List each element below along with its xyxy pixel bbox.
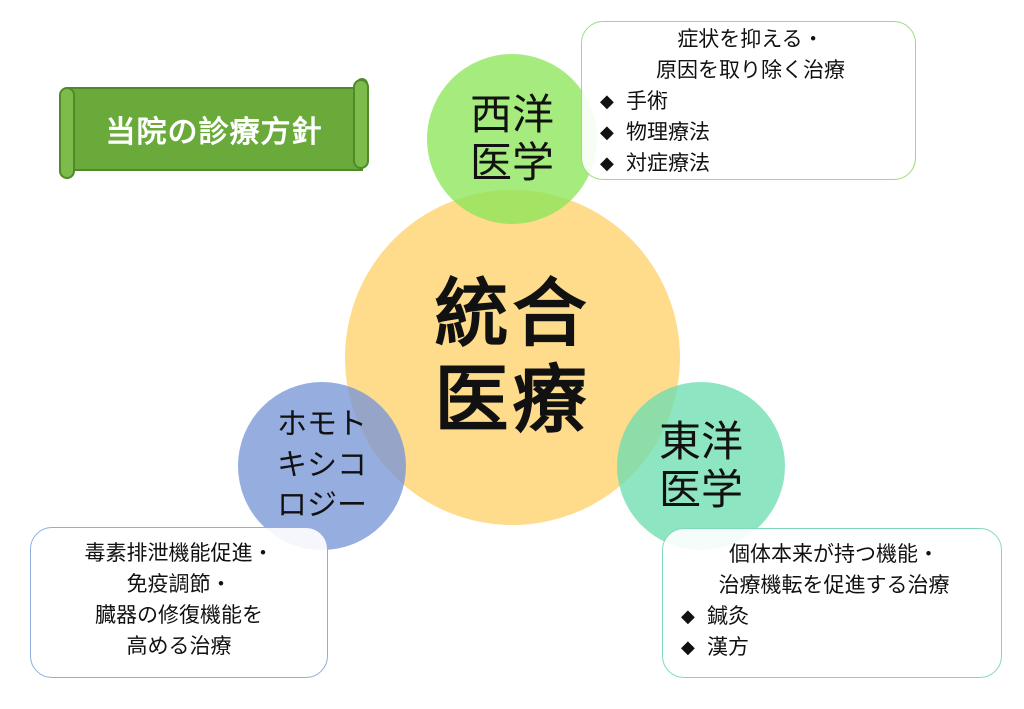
desc-line: 臓器の修復機能を xyxy=(95,603,263,627)
east-label: 東洋 医学 xyxy=(658,416,743,514)
homotoxicology-circle: ホモト キシコ ロジー xyxy=(238,382,406,550)
eastern-medicine-description: 個体本来が持つ機能・ 治療機転を促進する治療 ◆ 鍼灸 ◆ 漢方 xyxy=(662,528,1002,678)
desc-line: 症状を抑える・ xyxy=(677,27,824,51)
list-item: ◆ 漢方 xyxy=(681,632,987,663)
list-item: ◆ 対症療法 xyxy=(600,148,901,179)
list-item: ◆ 鍼灸 xyxy=(681,601,987,632)
item-label: 対症療法 xyxy=(626,151,710,175)
item-label: 漢方 xyxy=(707,635,749,659)
center-label: 統合 医療 xyxy=(434,271,591,443)
desc-line: 治療機転を促進する治療 xyxy=(718,573,950,597)
desc-line: 免疫調節・ xyxy=(126,572,232,596)
desc-line: 原因を取り除く治療 xyxy=(656,58,845,82)
eastern-medicine-circle: 東洋 医学 xyxy=(617,382,785,550)
homo-label: ホモト キシコ ロジー xyxy=(277,407,367,524)
diamond-bullet-icon: ◆ xyxy=(681,606,695,627)
diamond-bullet-icon: ◆ xyxy=(600,153,614,174)
banner-title: 当院の診療方針 xyxy=(105,115,323,150)
western-medicine-circle: 西洋 医学 xyxy=(427,54,597,224)
list-item: ◆ 手術 xyxy=(600,86,901,117)
west-label: 西洋 医学 xyxy=(469,89,554,187)
diamond-bullet-icon: ◆ xyxy=(600,122,614,143)
desc-line: 毒素排泄機能促進・ xyxy=(84,541,274,565)
western-medicine-description: 症状を抑える・ 原因を取り除く治療 ◆ 手術 ◆ 物理療法 ◆ 対症療法 xyxy=(581,21,916,180)
item-label: 手術 xyxy=(626,89,668,113)
policy-banner: 当院の診療方針 xyxy=(58,78,370,180)
diamond-bullet-icon: ◆ xyxy=(681,637,695,658)
homotoxicology-description: 毒素排泄機能促進・ 免疫調節・ 臓器の修復機能を 高める治療 xyxy=(30,527,328,678)
list-item: ◆ 物理療法 xyxy=(600,117,901,148)
scroll-banner-shape xyxy=(59,78,369,179)
item-label: 物理療法 xyxy=(626,120,710,144)
desc-line: 個体本来が持つ機能・ xyxy=(729,542,939,566)
item-label: 鍼灸 xyxy=(707,604,749,628)
diamond-bullet-icon: ◆ xyxy=(600,91,614,112)
desc-line: 高める治療 xyxy=(126,634,232,658)
